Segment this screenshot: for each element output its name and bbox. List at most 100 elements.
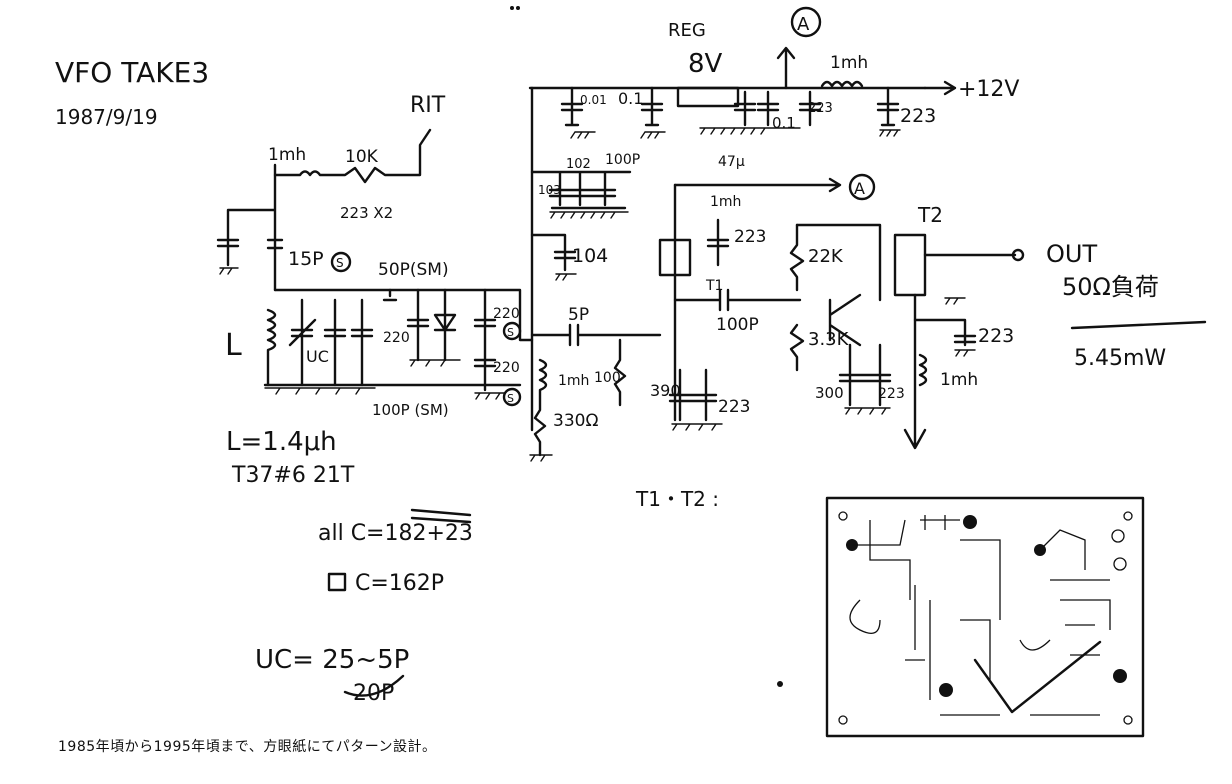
- gnd-2: [640, 131, 666, 139]
- s2-label: S: [507, 326, 514, 339]
- c-223-top2-label: 223: [900, 105, 936, 127]
- rit-label: RIT: [410, 93, 446, 118]
- cap-bank-102: [530, 170, 632, 210]
- gnd-1: [570, 131, 596, 139]
- date-text: 1987/9/19: [55, 105, 158, 129]
- cap-220-a: [406, 288, 430, 362]
- uc-range-label: 20P: [353, 681, 394, 706]
- pcb-component-marks: [905, 585, 1100, 661]
- c-220-a-label: 220: [383, 330, 410, 346]
- cap-223-out: [913, 318, 977, 347]
- s3-label: S: [507, 392, 514, 405]
- t1-feed: [673, 177, 842, 193]
- schematic-wiring: [216, 46, 1207, 524]
- res-390-cap-223: [668, 368, 718, 422]
- node-a-top-label: A: [797, 14, 810, 35]
- cap-01: [640, 86, 664, 127]
- pcb-trace-right: [1039, 529, 1111, 630]
- rit-line: [273, 128, 432, 184]
- c-50p-label: 50P(SM): [378, 260, 449, 280]
- c-100p-top-label: 100P: [605, 152, 640, 168]
- pcb-ground-trace: [973, 640, 1102, 714]
- ink-speck: [516, 6, 520, 10]
- gnd-12: [671, 423, 723, 431]
- pcb-trace-top: [920, 515, 1001, 620]
- pcb-trace-bottom: [929, 600, 1100, 716]
- tank-inductor: [266, 308, 277, 387]
- out-terminal: [1011, 248, 1025, 262]
- gnd-8: [264, 387, 376, 395]
- pcb-board-outline: [825, 496, 1145, 738]
- pcb-layout-sketch: [825, 496, 1145, 738]
- trimmer-uc: [288, 298, 317, 387]
- cap-tank-a: [323, 298, 347, 387]
- boxed-marker: [327, 572, 347, 592]
- strikethrough: [1070, 320, 1207, 330]
- handwritten-notes: VFO TAKE3 1987/9/19 RIT REG 8V A A +12V …: [55, 14, 1166, 706]
- cap-50p: [382, 288, 398, 302]
- out-label: OUT: [1046, 240, 1097, 268]
- node-a-circle-mid: [848, 173, 876, 201]
- s-circle-1: [330, 251, 352, 273]
- c-223-top-label: 223: [808, 101, 833, 116]
- r-300-label: 300: [815, 384, 844, 402]
- gnd-10: [474, 392, 506, 400]
- cap-001: [560, 86, 584, 127]
- ground-symbols: [219, 127, 976, 462]
- gnd-5: [549, 211, 629, 219]
- l-1mh-mid-label: 1mh: [710, 194, 741, 210]
- t1-core: [658, 238, 692, 277]
- l-47u-label: 47μ: [718, 154, 745, 170]
- node-a-mid-label: A: [854, 179, 865, 198]
- reg-label: REG: [668, 20, 706, 41]
- t2-label: T2: [917, 203, 943, 227]
- c-223-emit-label: 223: [878, 386, 905, 402]
- out-choke: [918, 353, 928, 387]
- gnd-9: [409, 359, 461, 367]
- c-100p-sm-label: 100P (SM): [372, 401, 449, 419]
- uc-label: UC: [306, 347, 329, 366]
- gnd-7: [219, 267, 239, 275]
- c-01-label: 0.1: [618, 89, 643, 108]
- cap-223-t1: [706, 218, 730, 267]
- cap-reg-3: [798, 90, 822, 127]
- cap-220-bc: [473, 288, 497, 392]
- uc-brace: [343, 674, 405, 697]
- res-22k: [789, 223, 805, 292]
- node-a-circle-top: [790, 6, 822, 38]
- c-01-reg-label: 0.1: [772, 114, 796, 132]
- c-103-label: 103: [538, 183, 561, 197]
- c-pair-label: 223 X2: [340, 204, 393, 222]
- c-001-label: 0.01: [580, 93, 607, 107]
- emitter-rc: [838, 343, 892, 407]
- gnd-6: [555, 273, 577, 281]
- ink-speck: [777, 681, 783, 687]
- cap-reg-2: [756, 90, 780, 127]
- component-labels: 1mh 10K 223 X2 15P S 50P(SM) S S UC 220 …: [268, 53, 1014, 431]
- res-100: [613, 338, 627, 407]
- l1-label: 1mh: [268, 145, 306, 165]
- c-220-c-label: 220: [493, 360, 520, 376]
- t2-down: [903, 293, 927, 450]
- c-5p-label: 5P: [568, 305, 589, 325]
- all-c-strike: [410, 508, 472, 524]
- cap-reg-1: [733, 90, 757, 127]
- tank-top-wire: [273, 288, 534, 342]
- c-223-t1-label: 223: [734, 227, 766, 247]
- pcb-hole-br: [1123, 715, 1133, 725]
- source-choke-r330: [533, 358, 548, 457]
- load-label: 50Ω負荷: [1062, 273, 1159, 301]
- gnd-15: [944, 297, 966, 305]
- res-33k: [789, 323, 805, 372]
- pcb-pad-4: [963, 515, 977, 529]
- title-text: VFO TAKE3: [55, 56, 209, 89]
- pcb-pad-2: [1113, 557, 1127, 571]
- gnd-11: [529, 454, 553, 462]
- l-top-label: 1mh: [830, 53, 868, 73]
- pcb-pad-1: [1111, 529, 1125, 543]
- caption-text: 1985年頃から1995年頃まで、方眼紙にてパターン設計。: [58, 739, 437, 755]
- varicap-diode: [433, 288, 457, 362]
- c-spec-label: C=162P: [355, 571, 444, 596]
